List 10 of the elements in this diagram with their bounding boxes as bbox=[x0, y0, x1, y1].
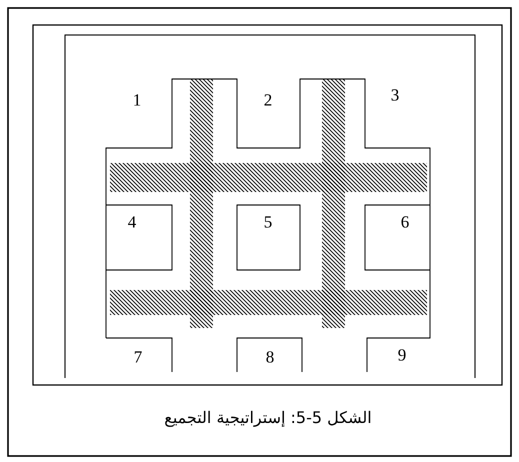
region-number: 7 bbox=[134, 348, 142, 366]
region-number: 4 bbox=[128, 214, 136, 230]
region-number: 8 bbox=[266, 348, 274, 366]
figure-caption: الشكل 5-5: إستراتيجية التجميع bbox=[164, 410, 372, 426]
region-number: 3 bbox=[390, 86, 400, 104]
region-number: 5 bbox=[264, 214, 272, 230]
region-number: 1 bbox=[132, 92, 142, 108]
region-number: 2 bbox=[264, 92, 272, 108]
region-number: 9 bbox=[398, 346, 406, 364]
region-number: 6 bbox=[400, 214, 410, 230]
